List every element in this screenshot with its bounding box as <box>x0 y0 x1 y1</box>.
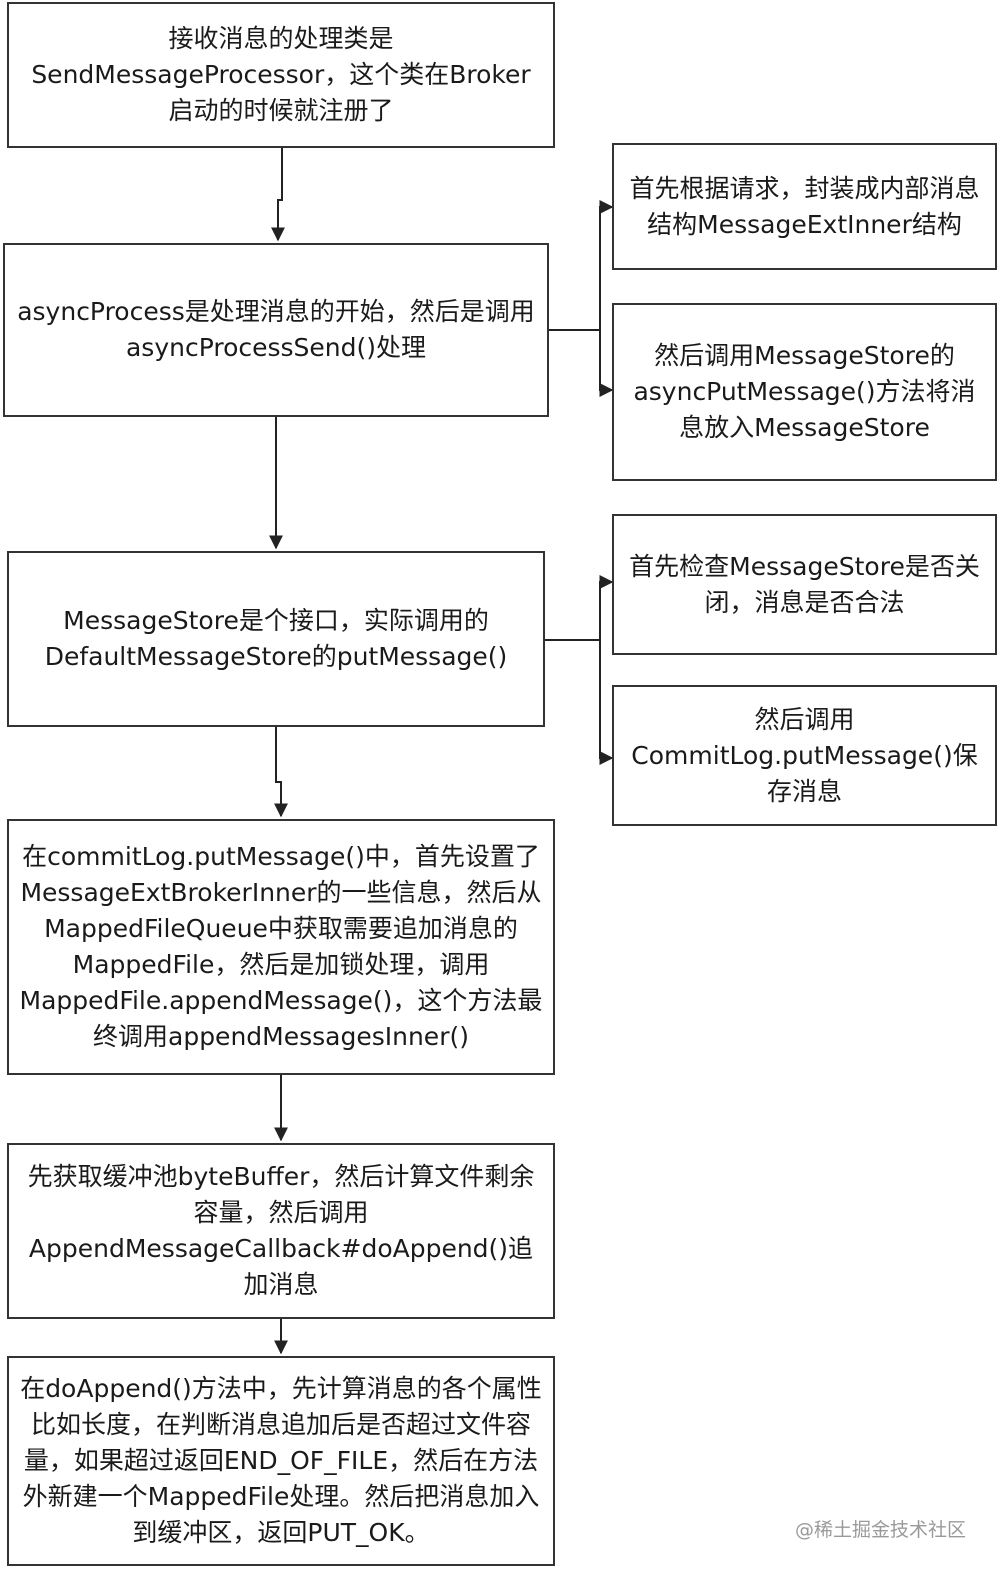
node-message-store: MessageStore是个接口，实际调用的DefaultMessageStor… <box>7 551 545 727</box>
node-commitlog-detail: 在commitLog.putMessage()中，首先设置了MessageExt… <box>7 819 555 1075</box>
node-wrap-inner: 首先根据请求，封装成内部消息结构MessageExtInner结构 <box>612 143 997 270</box>
node-commitlog-detail-text: 在commitLog.putMessage()中，首先设置了MessageExt… <box>19 842 543 1051</box>
node-do-append-text: 在doAppend()方法中，先计算消息的各个属性比如长度，在判断消息追加后是否… <box>20 1374 542 1547</box>
node-commitlog-put: 然后调用CommitLog.putMessage()保存消息 <box>612 685 997 826</box>
watermark: @稀土掘金技术社区 <box>794 1519 966 1541</box>
node-message-store-text: MessageStore是个接口，实际调用的DefaultMessageStor… <box>44 606 508 671</box>
node-check-closed: 首先检查MessageStore是否关闭，消息是否合法 <box>612 514 997 655</box>
node-receive-text: 接收消息的处理类是SendMessageProcessor，这个类在Broker… <box>31 24 531 125</box>
edge-receive-to-async <box>271 148 285 242</box>
edge-store-to-detail <box>274 727 288 818</box>
node-wrap-inner-text: 首先根据请求，封装成内部消息结构MessageExtInner结构 <box>629 173 980 239</box>
node-buffer-text: 先获取缓冲池byteBuffer，然后计算文件剩余容量，然后调用AppendMe… <box>27 1162 535 1299</box>
edge-async-to-put <box>599 330 614 397</box>
edge-async-to-wrap <box>549 200 614 331</box>
node-async-put: 然后调用MessageStore的asyncPutMessage()方法将消息放… <box>612 303 997 481</box>
node-buffer: 先获取缓冲池byteBuffer，然后计算文件剩余容量，然后调用AppendMe… <box>7 1143 555 1319</box>
node-do-append: 在doAppend()方法中，先计算消息的各个属性比如长度，在判断消息追加后是否… <box>7 1356 555 1566</box>
edge-store-to-check <box>545 575 614 641</box>
node-async-put-text: 然后调用MessageStore的asyncPutMessage()方法将消息放… <box>633 341 976 442</box>
node-check-closed-text: 首先检查MessageStore是否关闭，消息是否合法 <box>629 551 980 617</box>
edge-store-to-commit <box>599 640 614 765</box>
node-async-process-text: asyncProcess是处理消息的开始，然后是调用asyncProcessSe… <box>17 297 535 362</box>
node-async-process: asyncProcess是处理消息的开始，然后是调用asyncProcessSe… <box>3 243 549 417</box>
node-commitlog-put-text: 然后调用CommitLog.putMessage()保存消息 <box>631 704 978 806</box>
node-receive: 接收消息的处理类是SendMessageProcessor，这个类在Broker… <box>7 2 555 148</box>
